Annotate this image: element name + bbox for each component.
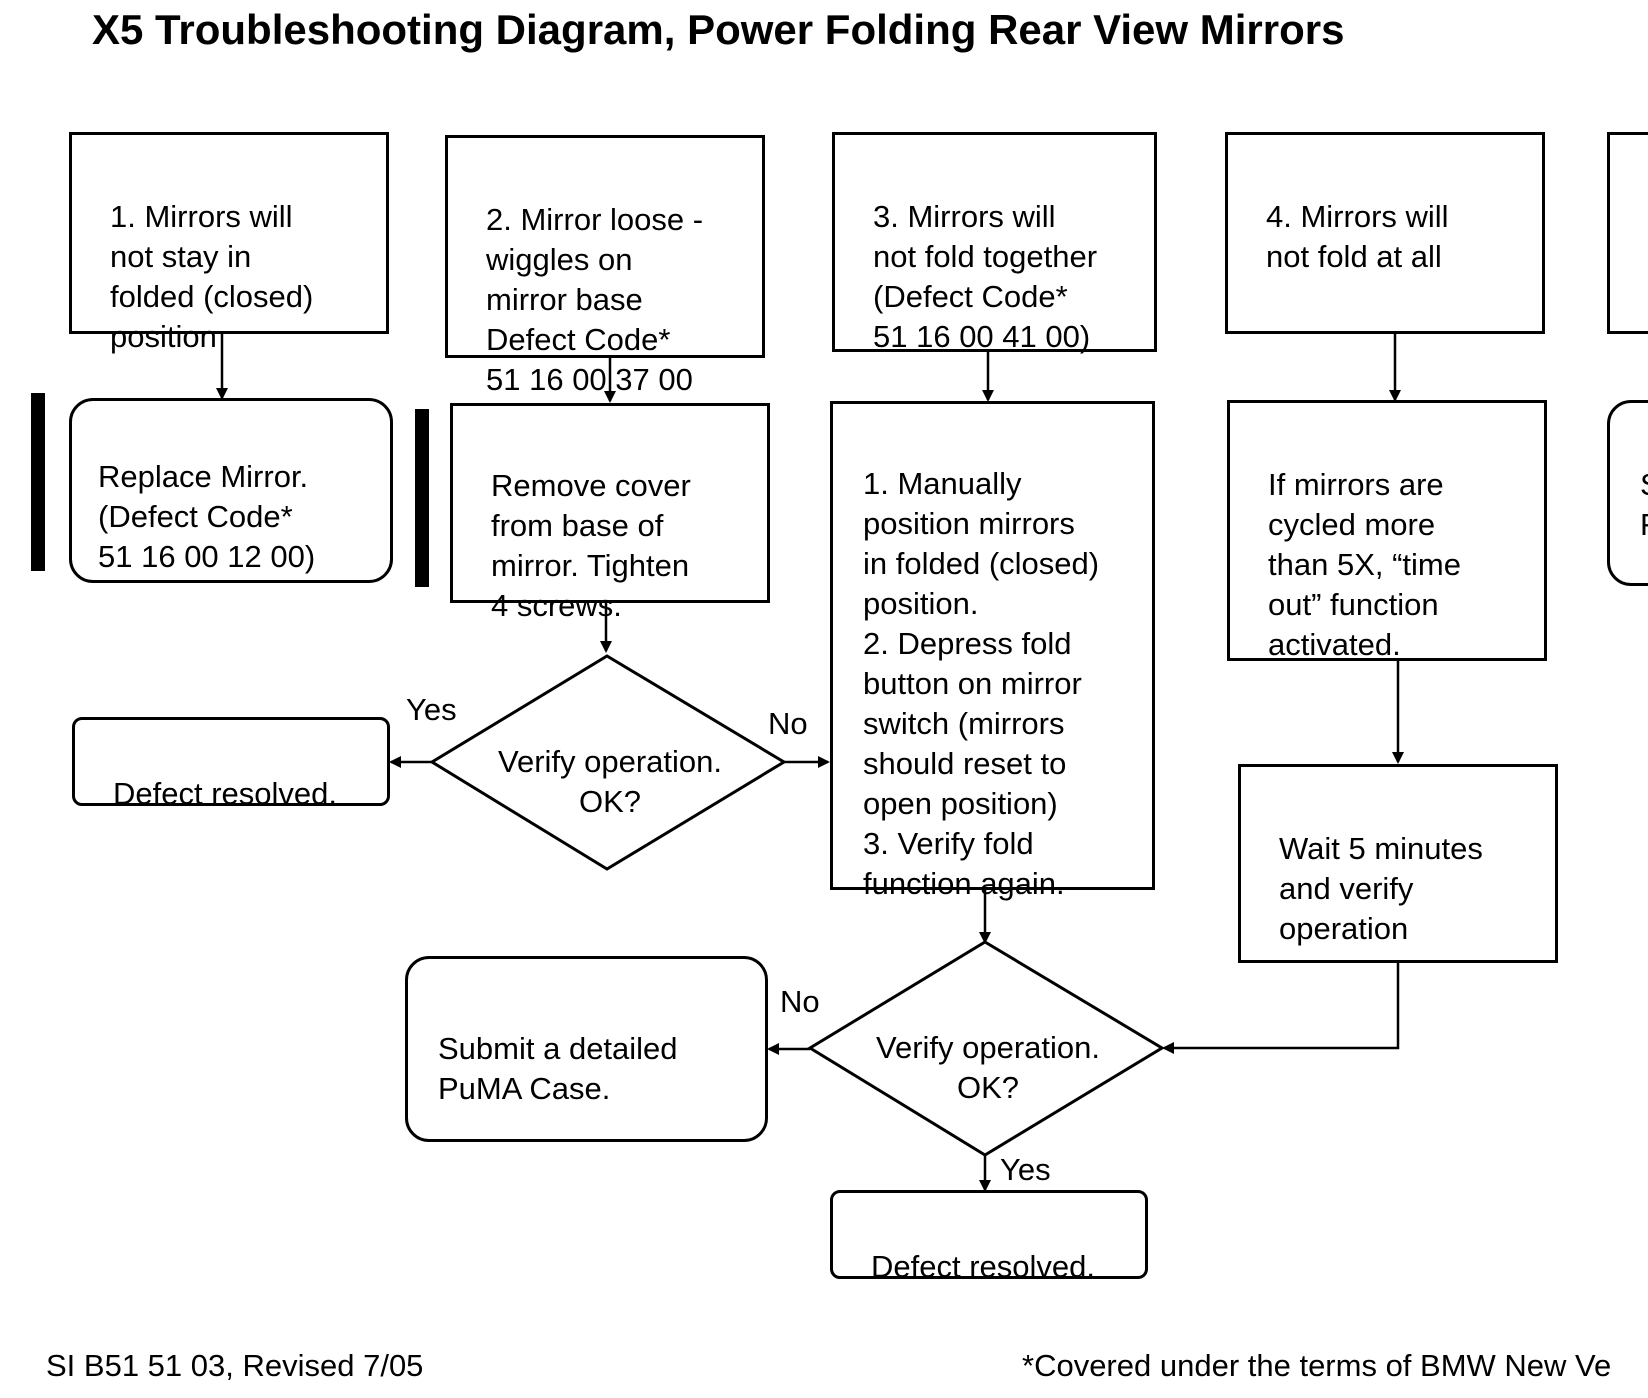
branch-label-no-1: No xyxy=(768,706,808,741)
manual-steps-text: 1. Manually position mirrors in folded (… xyxy=(863,466,1100,901)
decision-2-text: Verify operation. OK? xyxy=(875,1030,1101,1105)
change-bar-2 xyxy=(415,409,429,587)
branch-label-yes-1: Yes xyxy=(406,692,457,727)
partial-box-right: S F xyxy=(1607,400,1648,586)
symptom-box-2: 2. Mirror loose - wiggles on mirror base… xyxy=(445,135,765,397)
branch-label-no-2: No xyxy=(780,984,820,1019)
defect-resolved-box-1: Defect resolved. xyxy=(72,717,390,811)
decision-1-text: Verify operation. OK? xyxy=(497,744,723,819)
replace-mirror-text: Replace Mirror. (Defect Code* 51 16 00 1… xyxy=(98,459,316,574)
defect-resolved-2-text: Defect resolved. xyxy=(871,1249,1095,1284)
symptom-1-text: 1. Mirrors will not stay in folded (clos… xyxy=(110,199,314,354)
manual-steps-box: 1. Manually position mirrors in folded (… xyxy=(830,401,1155,901)
timeout-box: If mirrors are cycled more than 5X, “tim… xyxy=(1227,400,1547,662)
decision-diamond-2 xyxy=(807,940,1165,1157)
puma-case-box: Submit a detailed PuMA Case. xyxy=(405,956,768,1142)
symptom-2-text: 2. Mirror loose - wiggles on mirror base… xyxy=(486,202,704,397)
remove-cover-box: Remove cover from base of mirror. Tighte… xyxy=(450,403,770,623)
change-bar-1 xyxy=(31,393,45,571)
arrow-wait-to-verify2 xyxy=(1162,962,1400,1054)
symptom-box-3: 3. Mirrors will not fold together (Defec… xyxy=(832,132,1157,354)
wait-box: Wait 5 minutes and verify operation xyxy=(1238,764,1558,963)
page-title: X5 Troubleshooting Diagram, Power Foldin… xyxy=(92,6,1345,53)
remove-cover-text: Remove cover from base of mirror. Tighte… xyxy=(491,468,691,623)
symptom-3-text: 3. Mirrors will not fold together (Defec… xyxy=(873,199,1098,354)
defect-resolved-box-2: Defect resolved. xyxy=(830,1190,1148,1284)
timeout-text: If mirrors are cycled more than 5X, “tim… xyxy=(1268,467,1461,662)
symptom-box-5-partial xyxy=(1607,132,1648,334)
symptom-box-1: 1. Mirrors will not stay in folded (clos… xyxy=(69,132,389,354)
decision-diamond-1 xyxy=(429,654,787,871)
footer-left: SI B51 51 03, Revised 7/05 xyxy=(46,1348,424,1383)
replace-mirror-box: Replace Mirror. (Defect Code* 51 16 00 1… xyxy=(69,398,393,583)
symptom-4-text: 4. Mirrors will not fold at all xyxy=(1266,199,1449,274)
puma-case-text: Submit a detailed PuMA Case. xyxy=(438,1031,678,1106)
wait-text: Wait 5 minutes and verify operation xyxy=(1279,831,1483,946)
defect-resolved-1-text: Defect resolved. xyxy=(113,776,337,811)
symptom-box-4: 4. Mirrors will not fold at all xyxy=(1225,132,1545,334)
branch-label-yes-2: Yes xyxy=(1000,1152,1051,1187)
footer-right: *Covered under the terms of BMW New Ve xyxy=(1022,1348,1612,1383)
partial-box-text: S F xyxy=(1640,467,1648,542)
